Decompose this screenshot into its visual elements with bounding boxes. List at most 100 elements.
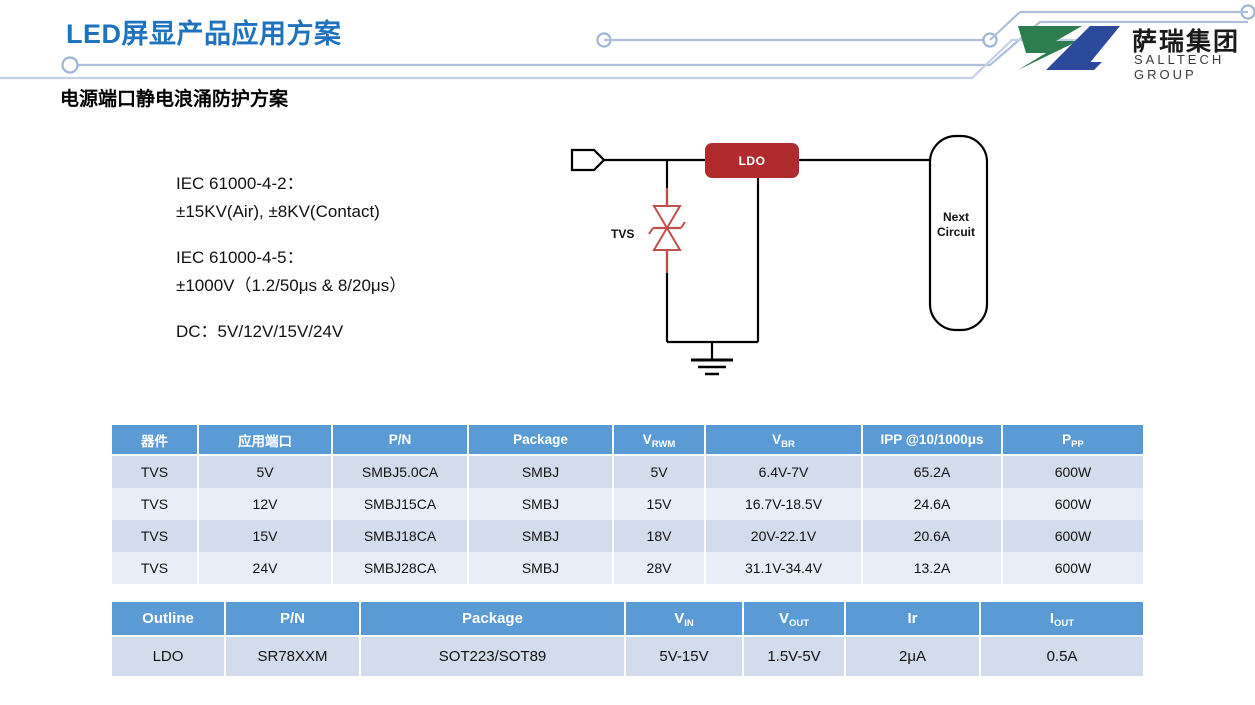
ldo-cell: SR78XXM — [225, 636, 361, 676]
tvs-cell: SMBJ28CA — [332, 552, 469, 584]
tvs-cell: 6.4V-7V — [705, 455, 863, 488]
tvs-cell: 65.2A — [862, 455, 1003, 488]
header-label: V — [778, 610, 789, 627]
tvs-header-4: VRWM — [613, 425, 706, 456]
spec-gap-2 — [176, 300, 406, 318]
tvs-cell: 24.6A — [862, 488, 1003, 520]
ldo-header-2: Package — [360, 602, 626, 637]
company-logo-mark — [1018, 26, 1120, 70]
ldo-cell: 1.5V-5V — [743, 636, 846, 676]
ldo-cell: 5V-15V — [625, 636, 744, 676]
tvs-header-6: IPP @10/1000μs — [862, 425, 1003, 456]
ldo-cell: 2μA — [845, 636, 981, 676]
tvs-header-0: 器件 — [112, 425, 199, 456]
tvs-cell: 5V — [613, 455, 706, 488]
tvs-cell: SMBJ — [468, 455, 614, 488]
circuit-diagram — [570, 134, 989, 376]
tvs-cell: 12V — [198, 488, 333, 520]
page-title: LED屏显产品应用方案 — [66, 19, 342, 49]
tvs-cell: 600W — [1002, 455, 1143, 488]
tvs-cell: 24V — [198, 552, 333, 584]
header-subscript: OUT — [1054, 618, 1075, 629]
tvs-header-1: 应用端口 — [198, 425, 333, 456]
header-subscript: PP — [1071, 439, 1084, 450]
spec-line-3: IEC 61000-4-5： — [176, 248, 304, 267]
header-label: IPP @10/1000μs — [880, 432, 984, 447]
tvs-cell: 16.7V-18.5V — [705, 488, 863, 520]
header-label: V — [674, 610, 685, 627]
header-label: 器件 — [141, 433, 168, 449]
next-circuit-label: Next Circuit — [933, 210, 979, 240]
logo-text-en: SALLTECH GROUP — [1134, 52, 1225, 82]
header-label: Outline — [142, 610, 194, 627]
header-label: V — [772, 432, 782, 447]
spec-line-4: ±1000V（1.2/50μs & 8/20μs） — [176, 276, 407, 295]
ldo-header-6: IOUT — [980, 602, 1143, 637]
header-subscript: BR — [781, 439, 795, 450]
tvs-cell: SMBJ — [468, 552, 614, 584]
ldo-header-4: VOUT — [743, 602, 846, 637]
tvs-cell: 600W — [1002, 552, 1143, 584]
tvs-cell: 15V — [198, 520, 333, 552]
section-subtitle: 电源端口静电浪涌防护方案 — [60, 89, 289, 110]
tvs-cell: 18V — [613, 520, 706, 552]
tvs-cell: 20V-22.1V — [705, 520, 863, 552]
tvs-cell: TVS — [112, 520, 199, 552]
ldo-header-3: VIN — [625, 602, 744, 637]
spec-gap-1 — [176, 226, 406, 244]
tvs-cell: SMBJ18CA — [332, 520, 469, 552]
header-label: 应用端口 — [238, 433, 292, 449]
spec-line-5: DC：5V/12V/15V/24V — [176, 322, 344, 341]
header-label: Ir — [907, 610, 918, 627]
header-label: P/N — [279, 610, 305, 627]
next-circuit-line-2: Circuit — [936, 225, 975, 239]
ldo-cell: 0.5A — [980, 636, 1143, 676]
ldo-cell: LDO — [112, 636, 226, 676]
tvs-cell: 600W — [1002, 488, 1143, 520]
ldo-header-1: P/N — [225, 602, 361, 637]
tvs-header-7: PPP — [1002, 425, 1143, 456]
header-label: P — [1062, 432, 1072, 447]
tvs-cell: SMBJ5.0CA — [332, 455, 469, 488]
tvs-cell: 13.2A — [862, 552, 1003, 584]
tvs-cell: 15V — [613, 488, 706, 520]
tvs-cell: SMBJ — [468, 488, 614, 520]
header-label: P/N — [388, 432, 412, 447]
tvs-cell: 600W — [1002, 520, 1143, 552]
ldo-header-5: Ir — [845, 602, 981, 637]
next-circuit-line-1: Next — [942, 210, 969, 224]
tvs-cell: 20.6A — [862, 520, 1003, 552]
tvs-header-2: P/N — [332, 425, 469, 456]
header-subscript: RWM — [651, 439, 676, 450]
tvs-cell: 28V — [613, 552, 706, 584]
header-subscript: OUT — [788, 618, 810, 629]
ldo-header-0: Outline — [112, 602, 226, 637]
logo-text-cn: 萨瑞集团 — [1132, 27, 1241, 56]
tvs-header-3: Package — [468, 425, 614, 456]
tvs-cell: SMBJ — [468, 520, 614, 552]
header-label: V — [642, 432, 652, 447]
ldo-block: LDO — [705, 143, 799, 178]
tvs-cell: 31.1V-34.4V — [705, 552, 863, 584]
header-label: Package — [462, 610, 523, 627]
tvs-cell: 5V — [198, 455, 333, 488]
tvs-cell: TVS — [112, 552, 199, 584]
tvs-cell: TVS — [112, 488, 199, 520]
spec-line-2: ±15KV(Air), ±8KV(Contact) — [176, 202, 380, 221]
ldo-cell: SOT223/SOT89 — [360, 636, 626, 676]
spec-text-block: IEC 61000-4-2： ±15KV(Air), ±8KV(Contact)… — [176, 170, 406, 346]
tvs-cell: TVS — [112, 455, 199, 488]
spec-line-1: IEC 61000-4-2： — [176, 174, 304, 193]
tvs-label: TVS — [611, 227, 635, 241]
tvs-cell: SMBJ15CA — [332, 488, 469, 520]
header-label: Package — [513, 432, 568, 447]
